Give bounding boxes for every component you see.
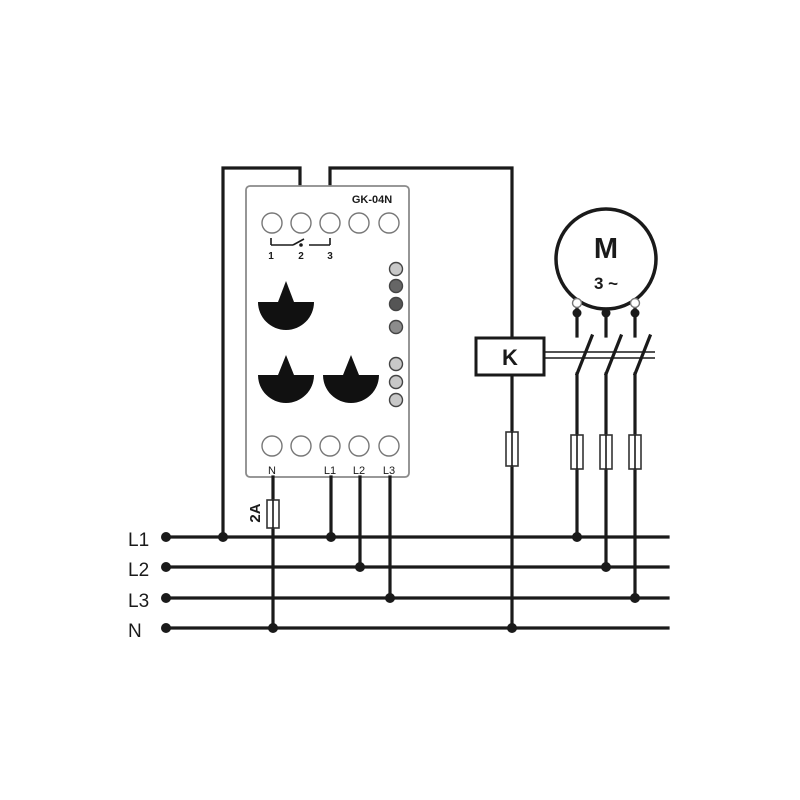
- junction: [326, 532, 336, 542]
- indicator-leds: [388, 261, 404, 408]
- bus-terminal-l2: [161, 562, 171, 572]
- terminal-label-n: N: [268, 465, 276, 477]
- junction: [355, 562, 365, 572]
- junction: [218, 532, 228, 542]
- bus-terminal-n: [161, 623, 171, 633]
- terminal: [290, 212, 312, 234]
- junction: [507, 623, 517, 633]
- bus-lines: [161, 532, 670, 633]
- top-terminals: [261, 212, 400, 234]
- led-indicator: [388, 261, 404, 277]
- terminal: [319, 435, 341, 457]
- mechanical-linkage: [544, 351, 655, 359]
- motor-supply-wires: [570, 372, 642, 603]
- knob[interactable]: [323, 355, 379, 403]
- bus-terminal-l1: [161, 532, 171, 542]
- terminal: [348, 435, 370, 457]
- main-contact: [603, 333, 624, 377]
- terminal: [261, 435, 283, 457]
- bottom-terminals: [261, 435, 400, 457]
- motor-label: M: [594, 233, 618, 265]
- motor: M 3 ~: [554, 207, 658, 377]
- led-indicator: [388, 319, 404, 335]
- adjustment-knobs: [258, 281, 379, 403]
- motor-terminal: [629, 297, 641, 309]
- bus-terminal-l3: [161, 593, 171, 603]
- bus-labels: L1 L2 L3 N: [128, 530, 149, 642]
- wire-contact-to-contactor: [328, 166, 514, 630]
- junction: [630, 593, 640, 603]
- junction: [268, 623, 278, 633]
- terminal: [261, 212, 283, 234]
- knob[interactable]: [258, 355, 314, 403]
- terminal: [319, 212, 341, 234]
- contactor-k: K: [474, 336, 546, 467]
- bus-label-l3: L3: [128, 591, 149, 612]
- contactor-label: K: [502, 345, 518, 370]
- terminal: [378, 212, 400, 234]
- bus-label-l2: L2: [128, 560, 149, 581]
- terminal-label-l1: L1: [324, 465, 336, 477]
- main-contact: [574, 333, 595, 377]
- main-contact: [632, 333, 653, 377]
- motor-phase-label: 3 ~: [594, 274, 618, 293]
- contact-label-2: 2: [298, 251, 304, 262]
- led-indicator: [388, 278, 404, 294]
- device-housing: [245, 185, 410, 478]
- contact-label-3: 3: [327, 251, 333, 262]
- terminal: [348, 212, 370, 234]
- terminal-label-l2: L2: [353, 465, 365, 477]
- led-indicator: [388, 356, 404, 372]
- knob[interactable]: [258, 281, 314, 330]
- contactor-coil: [474, 336, 546, 377]
- fuse-rating-label: 2A: [247, 503, 264, 522]
- control-wires: [218, 166, 517, 633]
- device-supply-wires: 2A: [247, 475, 395, 633]
- terminal: [290, 435, 312, 457]
- junction: [385, 593, 395, 603]
- bus-label-n: N: [128, 621, 142, 642]
- led-indicator: [388, 296, 404, 312]
- junction: [601, 562, 611, 572]
- terminal: [378, 435, 400, 457]
- relay-contact-symbol: 1 2 3: [268, 238, 333, 262]
- contact-label-1: 1: [268, 251, 274, 262]
- junction: [572, 532, 582, 542]
- led-indicator: [388, 374, 404, 390]
- device-model-label: GK-04N: [352, 194, 392, 206]
- wire-l1-to-contact: [221, 166, 302, 539]
- motor-terminal: [571, 297, 583, 309]
- bus-label-l1: L1: [128, 530, 149, 551]
- device-gk04n: GK-04N 1 2 3: [245, 185, 410, 478]
- led-indicator: [388, 392, 404, 408]
- terminal-label-l3: L3: [383, 465, 395, 477]
